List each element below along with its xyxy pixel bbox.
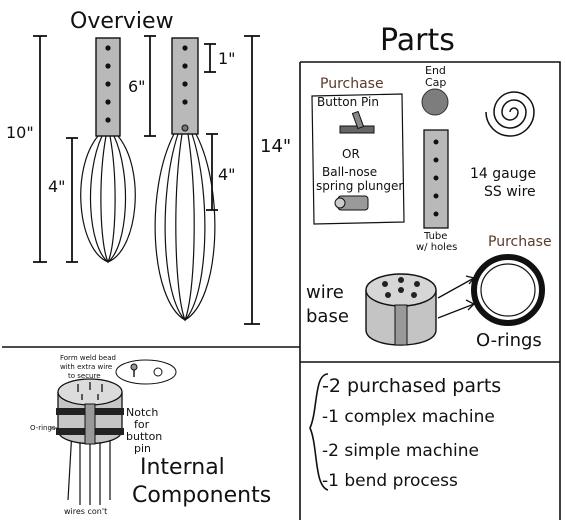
whisk-large <box>154 37 216 322</box>
dim-6-label: 6" <box>128 77 146 96</box>
plunger-icon <box>334 195 369 211</box>
dim-10-label: 10" <box>6 123 34 142</box>
plunger-label-2: spring plunger <box>316 179 403 193</box>
dim-4-left-label: 4" <box>48 177 66 196</box>
summary-brace <box>309 373 329 491</box>
tube-label-2: w/ holes <box>416 242 457 253</box>
notch-label-2: for <box>134 418 150 431</box>
parts-title: Parts <box>380 23 455 58</box>
tube-icon <box>423 129 449 229</box>
purchase-card: Purchase Button Pin OR Ball-nose spring … <box>311 76 405 225</box>
notch-label-3: button <box>126 430 162 443</box>
wire-label-1: 14 gauge <box>470 166 536 182</box>
dim-10-bar <box>33 35 47 263</box>
summary-item-3: -2 simple machine <box>322 441 479 461</box>
internal-base-icon <box>56 378 124 505</box>
parts-frame <box>300 61 561 520</box>
overview-title: Overview <box>70 9 174 34</box>
dim-1-bar <box>204 43 216 73</box>
purchase-label-2: Purchase <box>488 234 552 250</box>
summary-item-1: -2 purchased parts <box>322 375 501 397</box>
wire-base-icon <box>365 273 437 346</box>
notch-label-1: Notch <box>126 406 158 419</box>
end-cap-label-1: End <box>425 64 446 77</box>
summary-item-4: -1 bend process <box>322 471 458 491</box>
purchase-label-1: Purchase <box>320 76 384 92</box>
wire-base-label-2: base <box>306 306 349 327</box>
wire-label-2: SS wire <box>484 184 536 200</box>
internal-title-1: Internal <box>140 455 225 480</box>
ss-wire-spiral-icon <box>485 91 535 137</box>
arrows-to-orings <box>437 275 476 319</box>
notch-label-4: pin <box>134 442 151 455</box>
dim-4-left-bar <box>66 137 78 263</box>
weld-note-2: with extra wire <box>60 363 112 371</box>
end-cap-label-2: Cap <box>425 76 446 89</box>
weld-note-1: Form weld bead <box>60 354 116 362</box>
end-cap-icon <box>421 88 449 116</box>
plunger-label-1: Ball-nose <box>322 165 377 179</box>
internal-title-2: Components <box>132 483 271 508</box>
oring-internal-label: O-rings <box>30 424 56 432</box>
orings-label: O-rings <box>476 330 542 351</box>
dim-4-right-label: 4" <box>218 165 236 184</box>
dim-14-bar <box>244 35 260 325</box>
or-label: OR <box>342 147 360 161</box>
o-ring-icon <box>471 254 545 326</box>
summary-item-2: -1 complex machine <box>322 407 495 427</box>
weld-note-3: to secure <box>68 372 101 380</box>
wires-cont-label: wires con't <box>64 507 107 516</box>
whisk-small-wires <box>80 135 136 264</box>
weld-detail-callout <box>115 359 177 385</box>
dim-14-label: 14" <box>260 136 291 157</box>
whisk-large-holes <box>181 45 189 132</box>
frames <box>2 61 561 520</box>
dim-1-label: 1" <box>218 49 236 68</box>
whisk-small-holes <box>105 45 111 123</box>
tube-label-1: Tube <box>423 231 447 242</box>
whisk-large-wires <box>154 133 216 322</box>
wire-base-label-1: wire <box>306 282 344 303</box>
dim-4-right-bar <box>206 133 218 211</box>
button-pin-label: Button Pin <box>317 95 379 109</box>
whisk-small <box>80 37 136 264</box>
button-pin-icon <box>339 110 375 134</box>
dim-6-bar <box>144 35 156 137</box>
